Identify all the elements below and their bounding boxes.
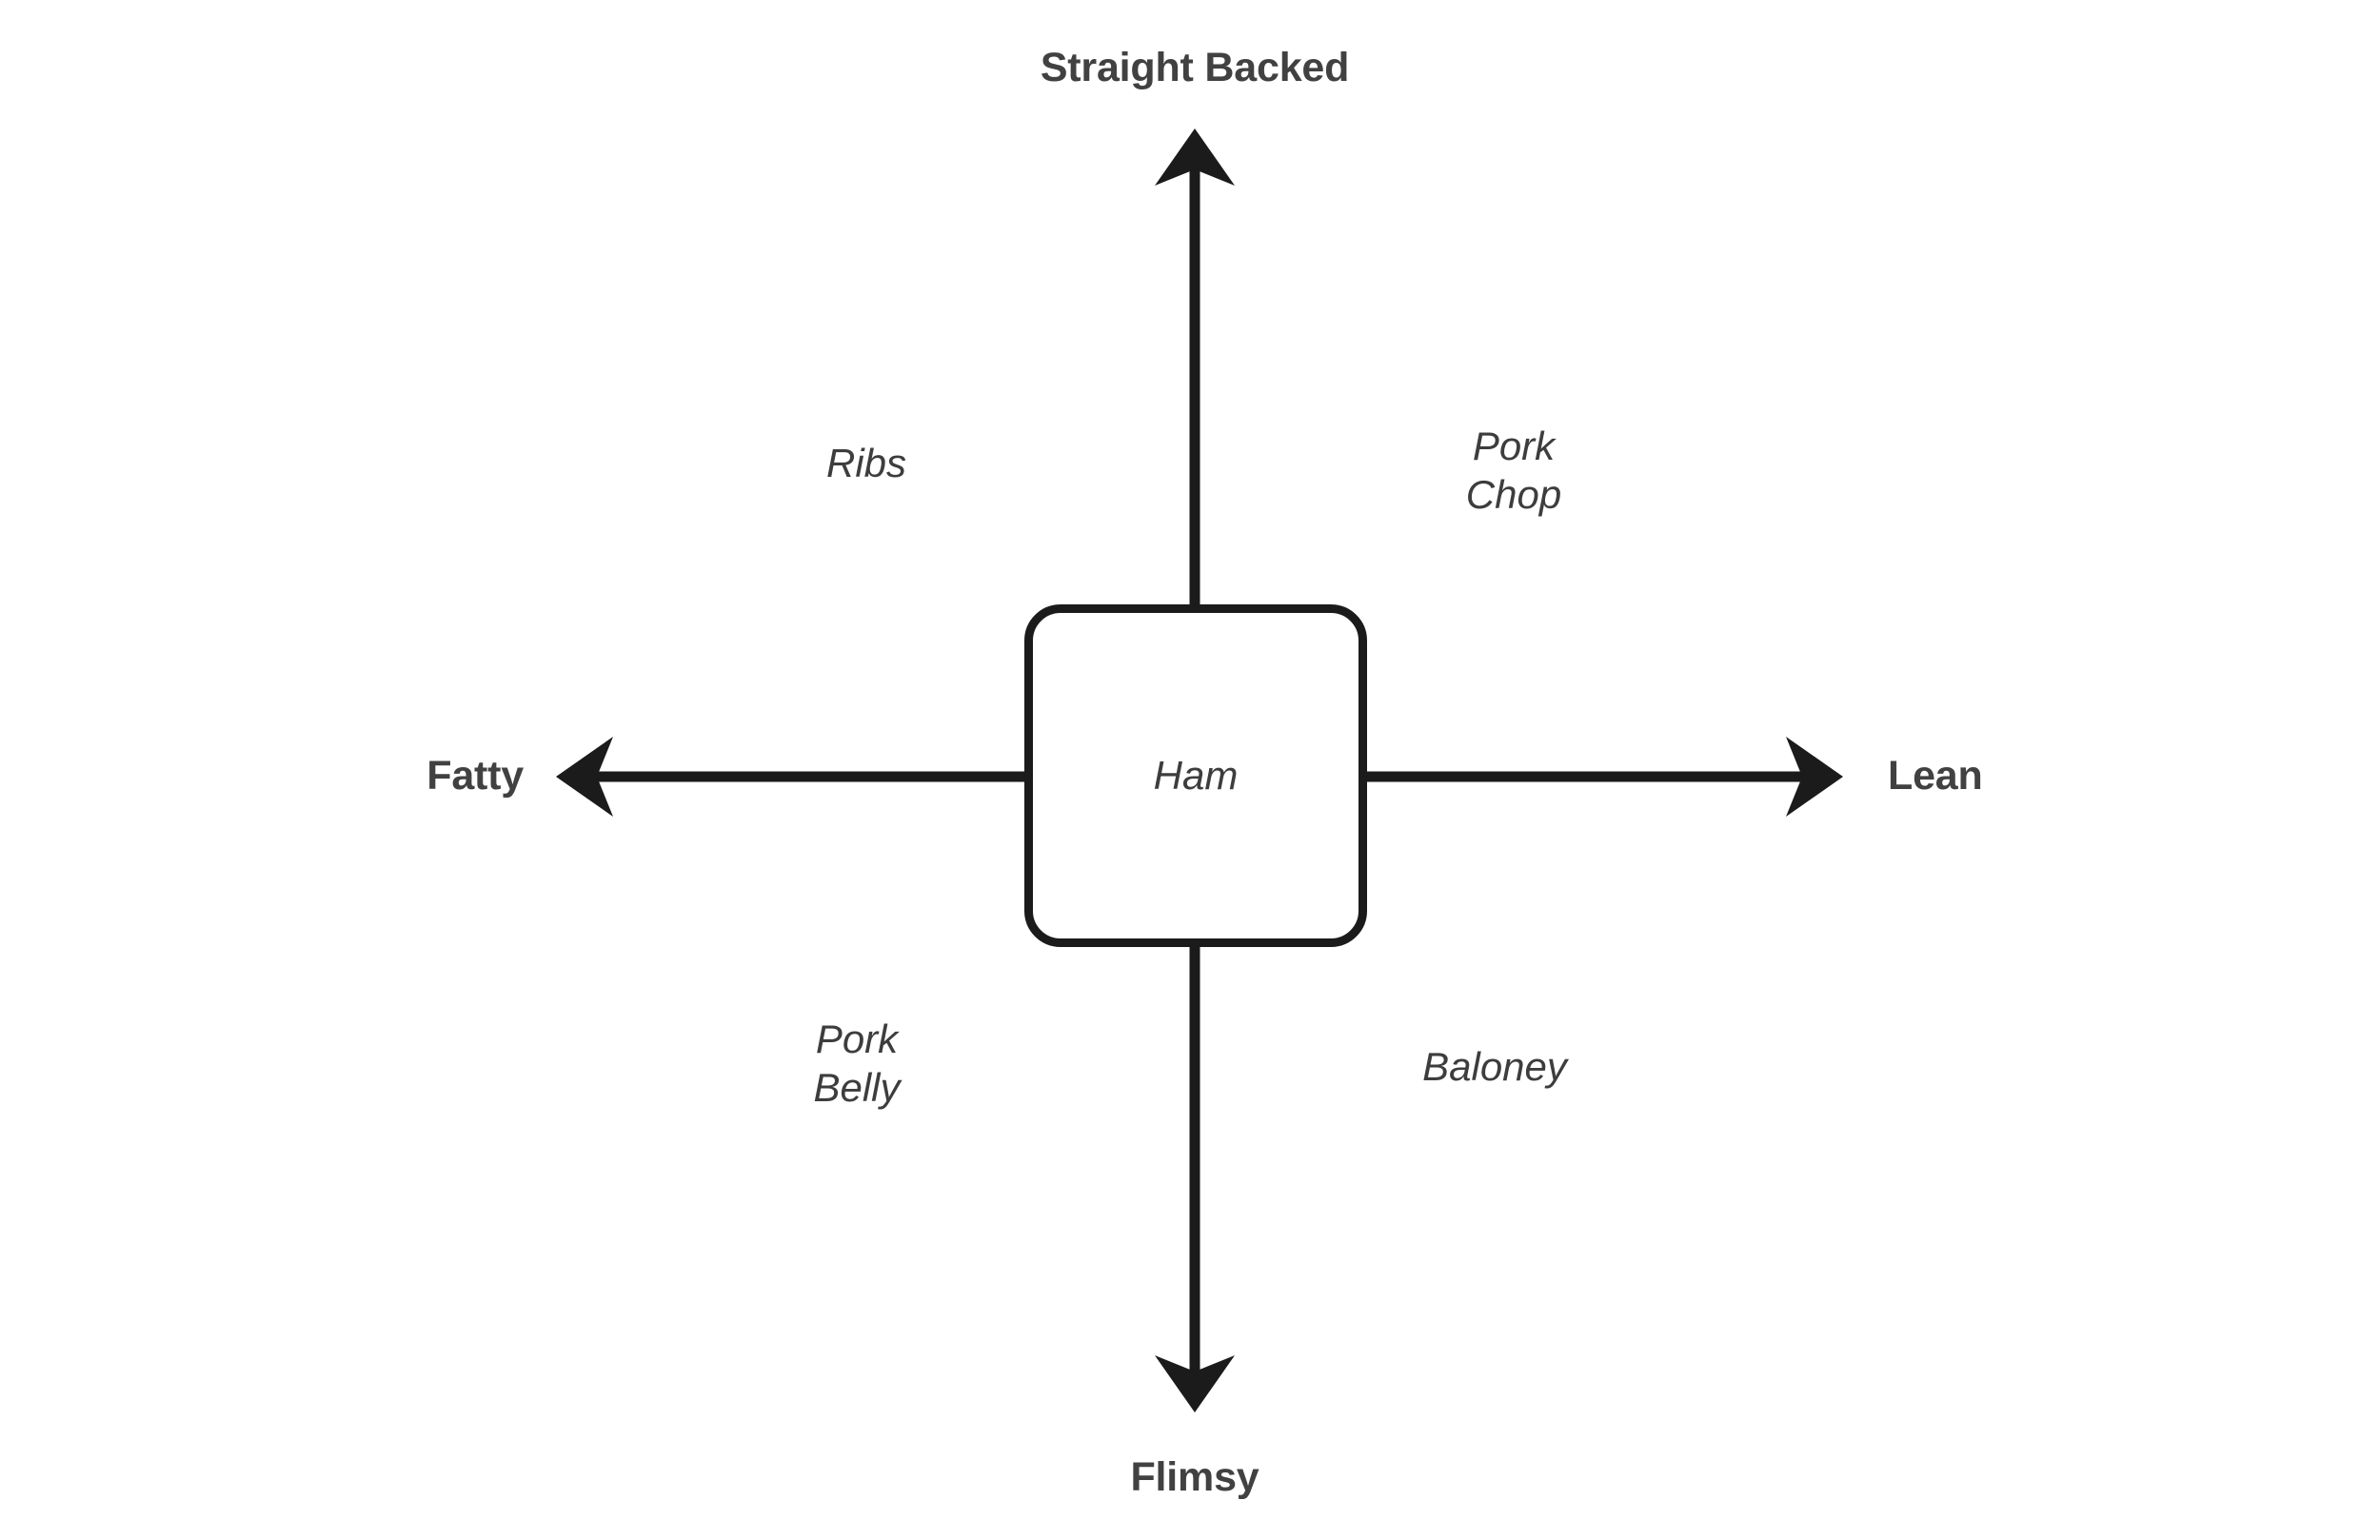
axis-label-bottom: Flimsy	[1130, 1454, 1259, 1500]
arrowhead-right-icon	[1786, 737, 1843, 817]
arrowhead-left-icon	[556, 737, 613, 817]
axis-label-left: Fatty	[426, 753, 524, 799]
arrowhead-up-icon	[1155, 128, 1235, 186]
quadrant-label-bottom-right: Baloney	[1422, 1044, 1567, 1089]
quadrant-label-bottom-left: Pork Belly	[813, 1017, 901, 1111]
center-node-label: Ham	[1153, 752, 1239, 798]
axis-label-top: Straight Backed	[1040, 45, 1350, 90]
arrowhead-down-icon	[1155, 1355, 1235, 1412]
quadrant-label-top-left: Ribs	[825, 441, 907, 485]
center-node: Ham	[1024, 604, 1367, 947]
quadrant-label-top-right: Pork Chop	[1465, 424, 1562, 518]
axis-label-right: Lean	[1888, 753, 1983, 799]
